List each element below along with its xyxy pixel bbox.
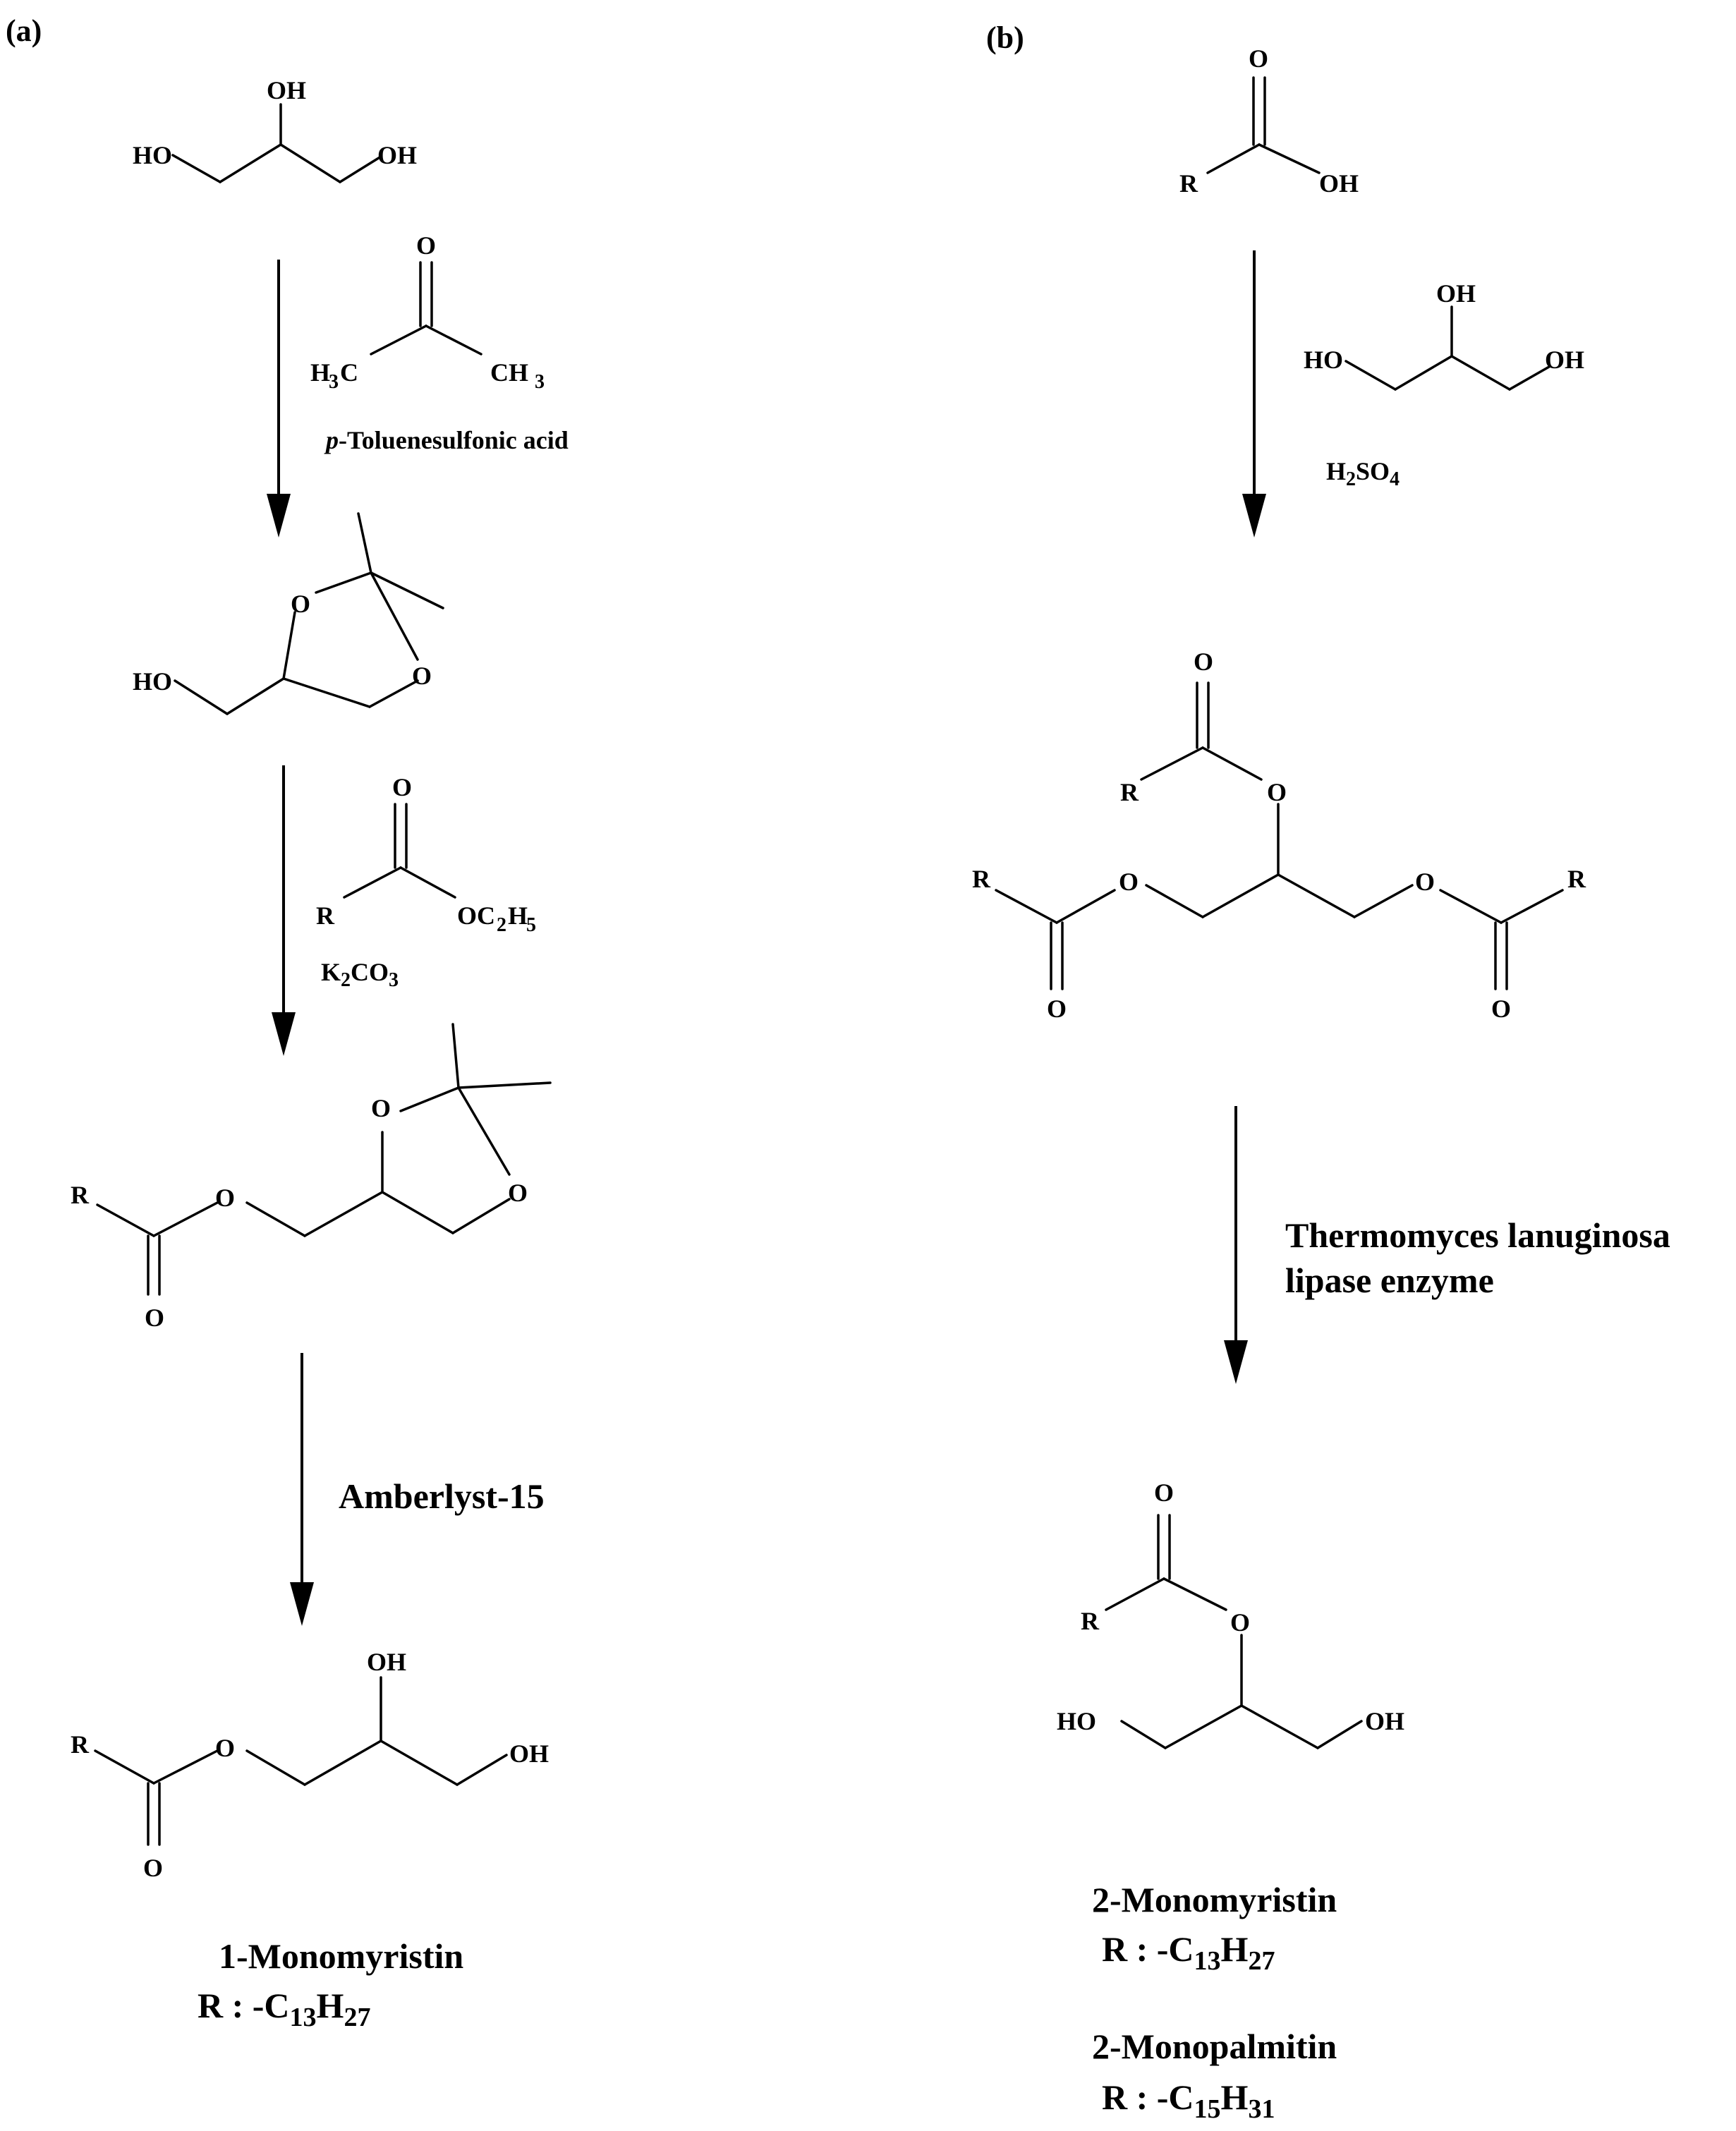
arrow-a2 (272, 765, 296, 1056)
svg-text:OH: OH (509, 1740, 549, 1768)
svg-text:R: R (1120, 778, 1139, 806)
svg-text:R: R (1179, 169, 1198, 198)
svg-text:O: O (416, 231, 436, 260)
svg-text:O: O (1194, 648, 1213, 676)
svg-text:OH: OH (1365, 1707, 1404, 1735)
svg-text:R: R (71, 1181, 90, 1209)
reagent-p-toluenesulfonic-acid: p-Toluenesulfonic acid (324, 426, 569, 454)
svg-text:3: 3 (329, 371, 339, 393)
product-b2-name: 2-Monopalmitin (1092, 2027, 1337, 2066)
svg-text:CH: CH (490, 358, 528, 387)
svg-text:HO: HO (1057, 1707, 1096, 1735)
svg-text:O: O (291, 590, 310, 618)
svg-text:O: O (1047, 995, 1067, 1023)
svg-text:OH: OH (367, 1648, 406, 1676)
svg-text:O: O (1249, 44, 1268, 73)
solketal: HO O O (133, 512, 444, 715)
product-b1-name: 2-Monomyristin (1092, 1880, 1337, 1919)
svg-text:O: O (1154, 1479, 1174, 1507)
svg-text:OH: OH (267, 76, 306, 104)
arrow-b1 (1242, 250, 1266, 538)
reagent-amberlyst-15: Amberlyst-15 (339, 1476, 545, 1516)
svg-text:HO: HO (1304, 346, 1343, 374)
svg-text:R: R (1567, 865, 1586, 893)
ethyl-ester: O R OC 2 H 5 (316, 773, 536, 936)
svg-text:HO: HO (133, 667, 172, 696)
svg-text:5: 5 (526, 914, 536, 936)
svg-text:O: O (508, 1179, 528, 1207)
reagent-enzyme-line1: Thermomyces lanuginosa (1285, 1215, 1670, 1255)
product-b1-r-group: R : -C13H27 (1102, 1929, 1275, 1976)
panel-label-a: (a) (6, 13, 42, 48)
arrow-a3 (290, 1353, 314, 1626)
fatty-acid: O R OH (1179, 44, 1359, 198)
svg-text:O: O (371, 1094, 391, 1122)
reagent-h2so4: H2SO4 (1326, 457, 1400, 490)
svg-text:O: O (143, 1854, 163, 1882)
svg-text:2: 2 (497, 914, 506, 936)
svg-text:OH: OH (377, 141, 417, 169)
reagent-enzyme-line2: lipase enzyme (1285, 1261, 1494, 1300)
svg-text:R: R (316, 901, 335, 930)
acetone: O H 3 C CH 3 (310, 231, 545, 393)
reagent-k2co3: K2CO3 (321, 958, 399, 991)
svg-text:C: C (340, 358, 358, 387)
svg-text:O: O (412, 662, 432, 690)
triglyceride: O R O R O O O R O (972, 648, 1586, 1023)
product-b2-r-group: R : -C15H31 (1102, 2077, 1275, 2124)
svg-text:H: H (310, 358, 330, 387)
svg-text:O: O (1267, 778, 1287, 806)
svg-text:OC: OC (457, 901, 495, 930)
glycerol-b: HO OH OH (1304, 279, 1584, 391)
svg-text:H: H (508, 901, 528, 930)
svg-text:O: O (1230, 1608, 1250, 1637)
svg-text:R: R (71, 1730, 90, 1759)
svg-text:HO: HO (133, 141, 172, 169)
svg-text:R: R (1081, 1607, 1100, 1635)
glycerol-a: HO OH OH (133, 76, 417, 183)
svg-text:3: 3 (535, 371, 545, 393)
svg-text:O: O (215, 1734, 235, 1762)
svg-text:O: O (1415, 868, 1435, 896)
svg-text:OH: OH (1545, 346, 1584, 374)
svg-text:O: O (1491, 995, 1511, 1023)
panel-label-b: (b) (986, 20, 1024, 55)
svg-text:O: O (1119, 868, 1139, 896)
product-a-r-group: R : -C13H27 (198, 1986, 370, 2032)
arrow-b2 (1224, 1106, 1248, 1384)
svg-text:O: O (215, 1184, 235, 1212)
arrow-a1 (267, 260, 291, 538)
svg-text:OH: OH (1319, 169, 1359, 198)
product-1-monomyristin-structure: R O O OH OH (71, 1648, 549, 1882)
svg-text:R: R (972, 865, 991, 893)
product-a-name: 1-Monomyristin (219, 1936, 463, 1976)
protected-ester: R O O O O (71, 1023, 552, 1332)
svg-text:OH: OH (1436, 279, 1476, 308)
product-2-monoacylglycerol-structure: O R O HO OH (1057, 1479, 1404, 1749)
svg-text:O: O (145, 1304, 164, 1332)
svg-text:O: O (392, 773, 412, 801)
